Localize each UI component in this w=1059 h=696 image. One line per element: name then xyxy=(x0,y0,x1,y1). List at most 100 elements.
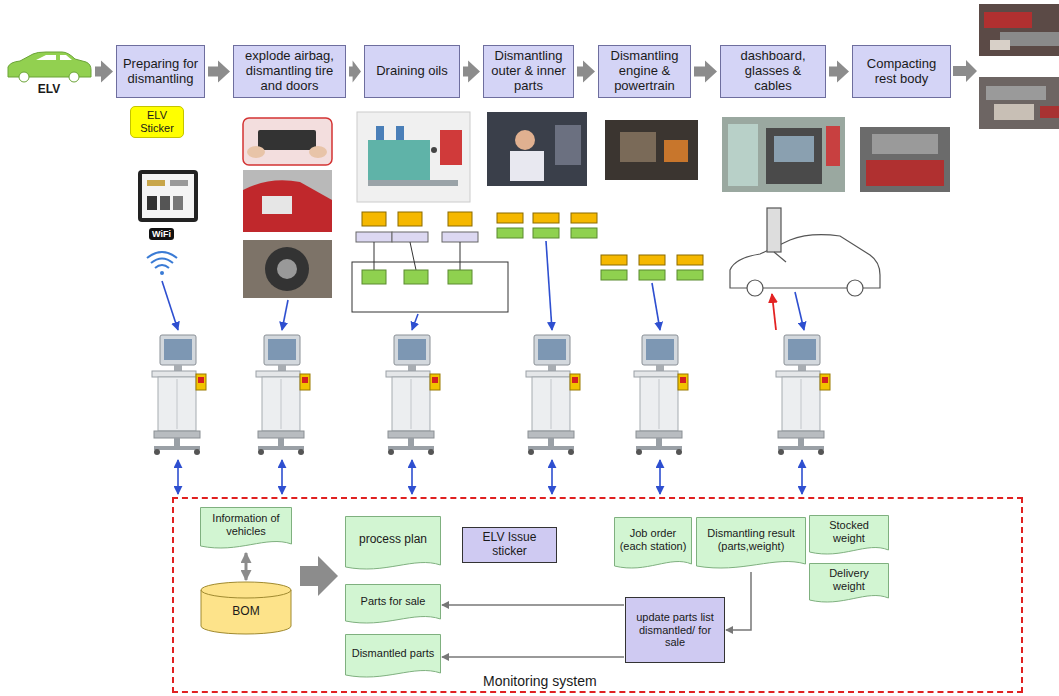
sync-arrow xyxy=(659,460,661,494)
station-schema xyxy=(362,270,386,284)
flow-arrow xyxy=(349,61,361,83)
document-shape xyxy=(346,635,441,678)
draining-machine xyxy=(368,180,458,186)
car-robot-sketch xyxy=(774,252,786,262)
tire-photo xyxy=(265,247,309,291)
process-box: Dismantling engine & powertrain xyxy=(598,45,691,98)
document-shape xyxy=(201,508,292,549)
tablet-icon xyxy=(147,180,165,186)
car-robot-sketch xyxy=(767,208,781,252)
flow-arrow xyxy=(208,61,230,83)
process-box: explode airbag, dismantling tire and doo… xyxy=(233,45,346,98)
sticker-box: ELV Sticker xyxy=(130,106,184,138)
airbag-photo xyxy=(243,118,332,165)
station-schema xyxy=(533,213,559,223)
document-shape xyxy=(346,585,441,624)
wifi-symbol xyxy=(147,252,177,258)
flow-arrow xyxy=(953,60,977,82)
scrap-photo xyxy=(979,4,1059,129)
data-arrow xyxy=(795,292,804,330)
document-shape xyxy=(346,517,441,570)
box-label: dashboard, glasses & cables xyxy=(725,49,821,94)
wifi-symbol xyxy=(147,252,177,275)
engine-photo xyxy=(620,132,656,162)
door-photo xyxy=(262,196,292,214)
sync-arrow xyxy=(411,460,413,494)
cylinder-body xyxy=(201,582,291,634)
process-box: ELV Issue sticker xyxy=(462,527,557,563)
dashboard-photo xyxy=(722,117,845,192)
workstation xyxy=(776,335,830,455)
sync-arrow xyxy=(177,460,179,494)
interior-photo xyxy=(515,130,535,150)
process-box: Draining oils xyxy=(364,45,460,98)
compactor-photo xyxy=(860,127,950,192)
station-schema xyxy=(392,232,428,242)
tire-photo xyxy=(277,259,297,279)
station-schema xyxy=(442,232,478,242)
wifi-symbol xyxy=(151,259,173,264)
dashboard-photo xyxy=(728,124,758,186)
document-shape xyxy=(810,564,889,603)
box-label: update parts list dismantled/ for sale xyxy=(631,611,719,649)
process-box: Dismantling outer & inner parts xyxy=(483,45,574,98)
tablet-icon xyxy=(138,170,198,222)
vehicle-icon: ELV xyxy=(6,50,92,98)
station-schema xyxy=(571,213,597,223)
workstation xyxy=(634,335,688,455)
data-arrow xyxy=(162,241,804,330)
workstation xyxy=(386,335,440,455)
airbag-photo xyxy=(247,146,265,158)
draining-machine xyxy=(376,126,384,140)
document-box: Dismantling result (parts,weight) xyxy=(696,517,806,571)
airbag-photo xyxy=(258,130,316,150)
box-label: explode airbag, dismantling tire and doo… xyxy=(238,49,341,94)
station-schema xyxy=(398,212,422,226)
document-box: Parts for sale xyxy=(345,584,441,626)
draining-machine xyxy=(440,130,462,165)
car-window xyxy=(36,55,72,60)
flow-arrow xyxy=(694,61,717,83)
region-title: Monitoring system xyxy=(483,673,597,689)
tablet-icon xyxy=(147,196,157,210)
engine-photo xyxy=(605,120,698,180)
document-box: Delivery weight xyxy=(809,563,889,605)
box-label: ELV Sticker xyxy=(134,109,180,134)
interior-photo xyxy=(487,112,587,186)
process-box: Compacting rest body xyxy=(852,45,951,98)
scrap-photo xyxy=(979,77,1059,129)
engine-photo xyxy=(605,120,698,180)
connector xyxy=(442,656,624,658)
station-schema xyxy=(497,213,703,280)
box-label: Dismantling result (parts,weight) xyxy=(701,527,801,552)
scrap-photo xyxy=(984,12,1032,28)
block-arrow xyxy=(300,556,338,596)
workstation xyxy=(152,335,830,455)
station-schema xyxy=(571,228,597,238)
flow-arrow xyxy=(829,61,849,83)
interior-photo xyxy=(487,112,587,186)
station-schema xyxy=(497,228,523,238)
data-arrow xyxy=(282,300,288,330)
station-schema xyxy=(352,262,508,312)
station-schema xyxy=(410,242,416,270)
scrap-photo xyxy=(979,4,1059,56)
station-schema xyxy=(677,255,703,265)
process-box: Preparing for dismantling xyxy=(116,45,205,98)
door-photo xyxy=(243,170,332,232)
draining-machine xyxy=(431,147,437,153)
document-shape xyxy=(615,518,692,569)
document-box: Dismantled parts xyxy=(345,634,441,680)
draining-machine xyxy=(396,126,404,140)
flow-arrow xyxy=(953,60,977,82)
car-wheel xyxy=(69,72,79,82)
airbag-photo xyxy=(309,146,327,158)
data-arrow xyxy=(546,241,552,330)
car-robot-sketch xyxy=(847,280,863,296)
scrap-photo xyxy=(990,40,1010,50)
box-label: Dismantled parts xyxy=(352,647,435,660)
station-schema xyxy=(677,270,703,280)
interior-photo xyxy=(555,125,581,165)
